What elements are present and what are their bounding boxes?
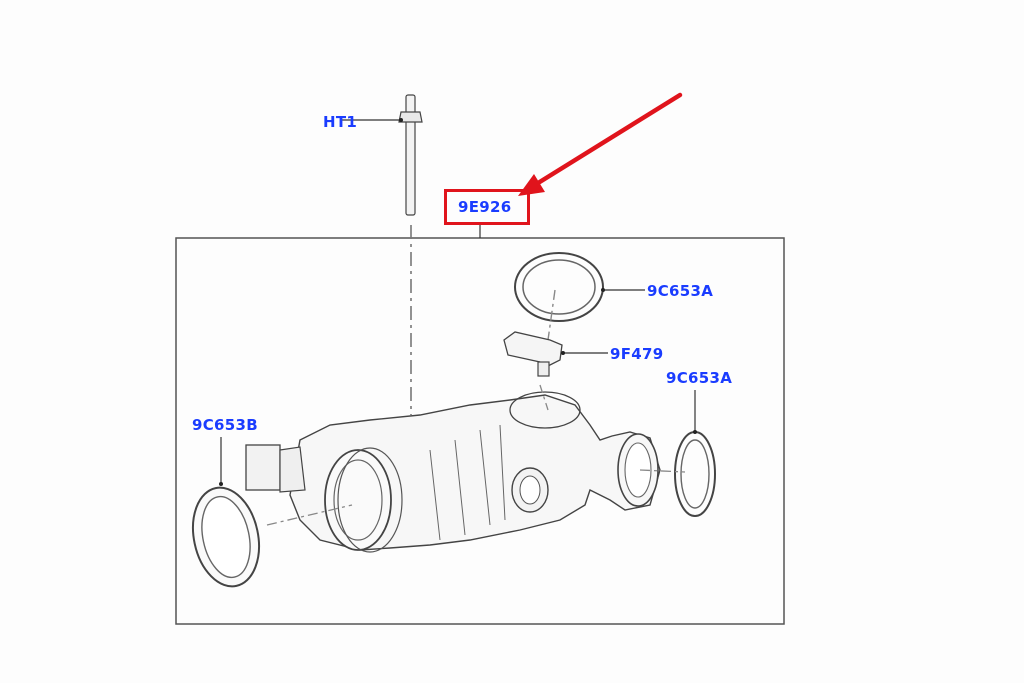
right-seal-drawing — [639, 390, 716, 517]
stud-bolt-drawing — [340, 94, 423, 415]
sensor-drawing — [503, 331, 608, 377]
callout-9C653A-upper[interactable]: 9C653A — [647, 282, 714, 300]
red-arrow-icon — [518, 92, 683, 196]
throttle-body-drawing — [245, 384, 661, 553]
highlight-box-9E926 — [444, 189, 530, 225]
callout-HT1[interactable]: HT1 — [323, 113, 358, 131]
callout-9F479[interactable]: 9F479 — [610, 345, 664, 363]
callout-9C653B[interactable]: 9C653B — [192, 416, 258, 434]
callout-9E926[interactable]: 9E926 — [458, 198, 512, 216]
left-seal-drawing — [192, 437, 353, 588]
upper-seal-drawing — [514, 252, 645, 341]
callout-9C653A-right[interactable]: 9C653A — [666, 369, 733, 387]
